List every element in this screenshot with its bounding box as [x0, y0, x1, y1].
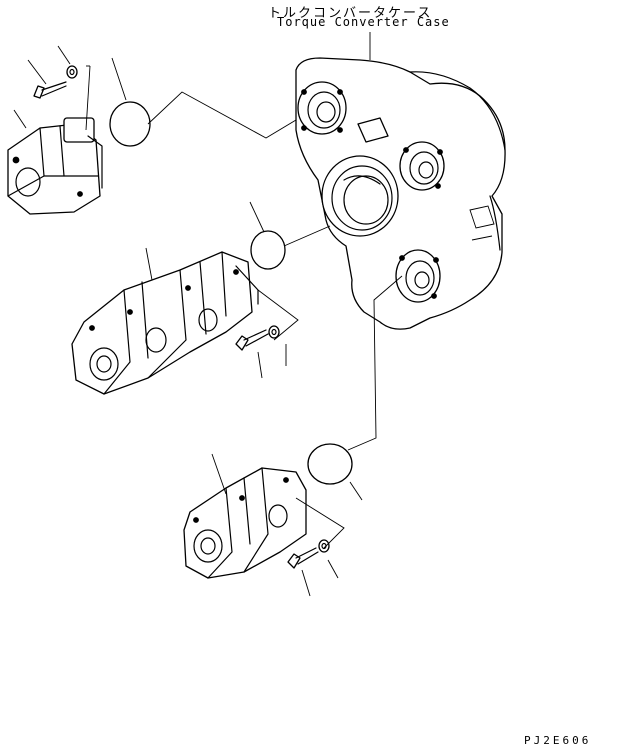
bolt-3	[287, 547, 319, 569]
o-ring-1	[109, 101, 151, 147]
case-port-upper-right	[399, 141, 445, 191]
title-english: Torque Converter Case	[277, 15, 450, 29]
pump-double	[183, 467, 307, 579]
pump-triple	[71, 251, 259, 395]
case-port-lower	[395, 249, 441, 303]
washer-3	[318, 539, 330, 553]
leader-lines-group-2	[145, 201, 331, 379]
washer-1	[66, 65, 78, 79]
leader-lines-group-1	[13, 45, 297, 139]
title-japanese: トルクコンバータケース	[268, 6, 433, 21]
washer-2	[268, 325, 280, 339]
o-ring-3	[307, 443, 353, 485]
bolt-1	[33, 81, 67, 99]
o-ring-2	[250, 230, 286, 270]
bolt-2	[235, 329, 269, 351]
case-center-bore	[321, 155, 399, 237]
torque-converter-case	[295, 32, 506, 330]
case-port-upper-left	[297, 81, 347, 135]
leader-lines-group-3	[211, 275, 403, 597]
pump-single	[7, 117, 103, 215]
drawing-code: PJ2E606	[524, 734, 592, 747]
